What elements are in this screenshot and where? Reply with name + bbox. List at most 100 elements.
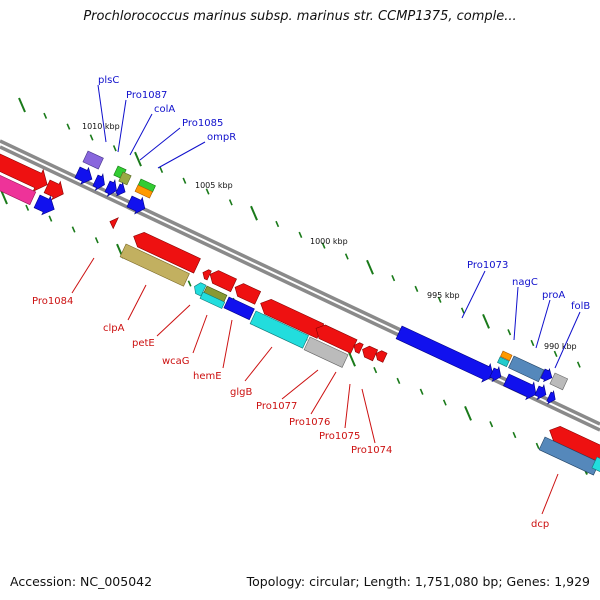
- label-petE[interactable]: petE: [132, 338, 155, 349]
- tick-mark-outer: [344, 253, 349, 260]
- tick-mark-inner: [464, 405, 472, 421]
- gene-arrow[interactable]: [126, 193, 149, 216]
- label-glgB[interactable]: glgB: [230, 387, 252, 398]
- tick-mark-outer: [159, 166, 164, 174]
- gene-arrow[interactable]: [374, 349, 388, 363]
- label-Pro1087[interactable]: Pro1087: [126, 90, 167, 101]
- gene-clpA[interactable]: [130, 229, 201, 274]
- gene-Pro1076[interactable]: [303, 336, 349, 368]
- map-title: Prochlorococcus marinus subsp. marinus s…: [83, 9, 517, 24]
- gene-folB[interactable]: [549, 372, 569, 391]
- leader-line-wcaG: [192, 314, 208, 354]
- label-colA[interactable]: colA: [154, 104, 175, 115]
- gene-arrow[interactable]: [232, 281, 262, 305]
- gene-arrow[interactable]: [540, 367, 555, 384]
- gene-colA[interactable]: [118, 171, 132, 186]
- tick-mark-outer: [250, 205, 258, 221]
- gene-arrow[interactable]: [223, 296, 255, 321]
- gene-plsC[interactable]: [82, 150, 104, 170]
- label-Pro1074[interactable]: Pro1074: [351, 445, 392, 456]
- label-wcaG[interactable]: wcaG: [162, 356, 190, 367]
- gene-arrow[interactable]: [489, 365, 505, 384]
- tick-mark-outer: [460, 307, 465, 314]
- gene-arrow[interactable]: [92, 172, 109, 193]
- gene-glgB[interactable]: [257, 296, 325, 339]
- tick-mark-inner: [94, 237, 99, 244]
- label-folB[interactable]: folB: [571, 301, 590, 312]
- gene-arrow[interactable]: [74, 164, 96, 187]
- leader-line-plsC: [97, 84, 107, 143]
- label-plsC[interactable]: plsC: [98, 75, 119, 86]
- label-ompR[interactable]: ompR: [207, 132, 236, 143]
- label-Pro1084[interactable]: Pro1084: [32, 296, 73, 307]
- leader-line-proA: [535, 299, 551, 349]
- label-Pro1077[interactable]: Pro1077: [256, 401, 297, 412]
- backbone-inner: [0, 145, 600, 432]
- gene-Pro1073[interactable]: [395, 323, 498, 385]
- label-Pro1073[interactable]: Pro1073: [467, 260, 508, 271]
- gene-arrow[interactable]: [546, 390, 558, 406]
- gene-arrow[interactable]: [534, 383, 550, 402]
- tick-mark-outer: [112, 145, 117, 152]
- label-nagC[interactable]: nagC: [512, 277, 538, 288]
- gene-nagC[interactable]: [500, 350, 513, 362]
- tick-mark-outer: [414, 285, 419, 293]
- tick-mark-outer: [228, 199, 233, 206]
- scale-label-990: 990 kbp: [544, 342, 577, 351]
- gene-arrow[interactable]: [497, 356, 510, 368]
- leader-line-Pro1073: [461, 270, 486, 319]
- gene-arrow[interactable]: [591, 456, 600, 477]
- leader-line-Pro1076: [310, 371, 337, 415]
- tick-mark-outer: [43, 112, 48, 119]
- gene-arrow[interactable]: [502, 371, 540, 402]
- tick-mark-inner: [373, 366, 378, 374]
- tick-mark-outer: [507, 329, 512, 336]
- label-Pro1075[interactable]: Pro1075: [319, 431, 360, 442]
- tick-mark-outer: [275, 220, 280, 228]
- gene-wcaG[interactable]: [192, 281, 207, 297]
- gene-arrow[interactable]: [104, 178, 121, 199]
- label-hemE[interactable]: hemE: [193, 371, 222, 382]
- gene-arrow[interactable]: [249, 310, 309, 349]
- tick-mark-outer: [89, 134, 94, 141]
- gene-arrow[interactable]: [115, 182, 128, 198]
- gene-arrow[interactable]: [119, 243, 190, 287]
- gene-arrow[interactable]: [33, 192, 59, 218]
- label-Pro1076[interactable]: Pro1076: [289, 417, 330, 428]
- forward-labels: plsC Pro1087 colA Pro1085 ompR Pro1073 n…: [97, 75, 590, 369]
- tick-mark-inner: [0, 189, 8, 205]
- forward-features: [0, 149, 569, 406]
- leader-line-petE: [156, 304, 191, 337]
- tick-mark-outer: [576, 361, 581, 368]
- tick-mark-outer: [205, 188, 210, 195]
- tick-mark-outer: [391, 274, 396, 282]
- gene-hemE[interactable]: [199, 291, 226, 309]
- gene-petE[interactable]: [201, 268, 212, 281]
- tick-mark-outer: [530, 339, 535, 347]
- label-dcp[interactable]: dcp: [531, 519, 549, 530]
- label-clpA[interactable]: clpA: [103, 323, 125, 334]
- leader-line-Pro1074: [361, 388, 376, 444]
- gene-dcp[interactable]: [538, 436, 600, 476]
- tick-mark-inner: [512, 431, 517, 439]
- reverse-labels: Pro1084 clpA petE wcaG hemE glgB Pro1077…: [32, 257, 559, 530]
- gene-arrow[interactable]: [0, 149, 52, 195]
- leader-line-Pro1075: [344, 383, 351, 429]
- gene-arrow[interactable]: [0, 172, 37, 206]
- leader-line-folB: [554, 311, 581, 369]
- gene-arrow[interactable]: [207, 268, 237, 293]
- gene-Pro1077[interactable]: [313, 322, 358, 354]
- tick-mark-inner: [348, 351, 356, 367]
- gene-proA[interactable]: [508, 355, 545, 383]
- gene-ompR[interactable]: [134, 184, 153, 199]
- label-proA[interactable]: proA: [542, 290, 565, 301]
- gene-Pro1084[interactable]: [108, 215, 119, 230]
- topology-summary: Topology: circular; Length: 1,751,080 bp…: [246, 574, 590, 589]
- label-Pro1085[interactable]: Pro1085: [182, 118, 223, 129]
- tick-mark-inner: [25, 204, 30, 211]
- tick-marks-outer: [18, 97, 581, 368]
- gene-Pro1074[interactable]: [360, 344, 379, 362]
- gene-arrow[interactable]: [43, 177, 68, 203]
- gene-Pro1075[interactable]: [352, 341, 364, 354]
- leader-line-clpA: [127, 284, 147, 321]
